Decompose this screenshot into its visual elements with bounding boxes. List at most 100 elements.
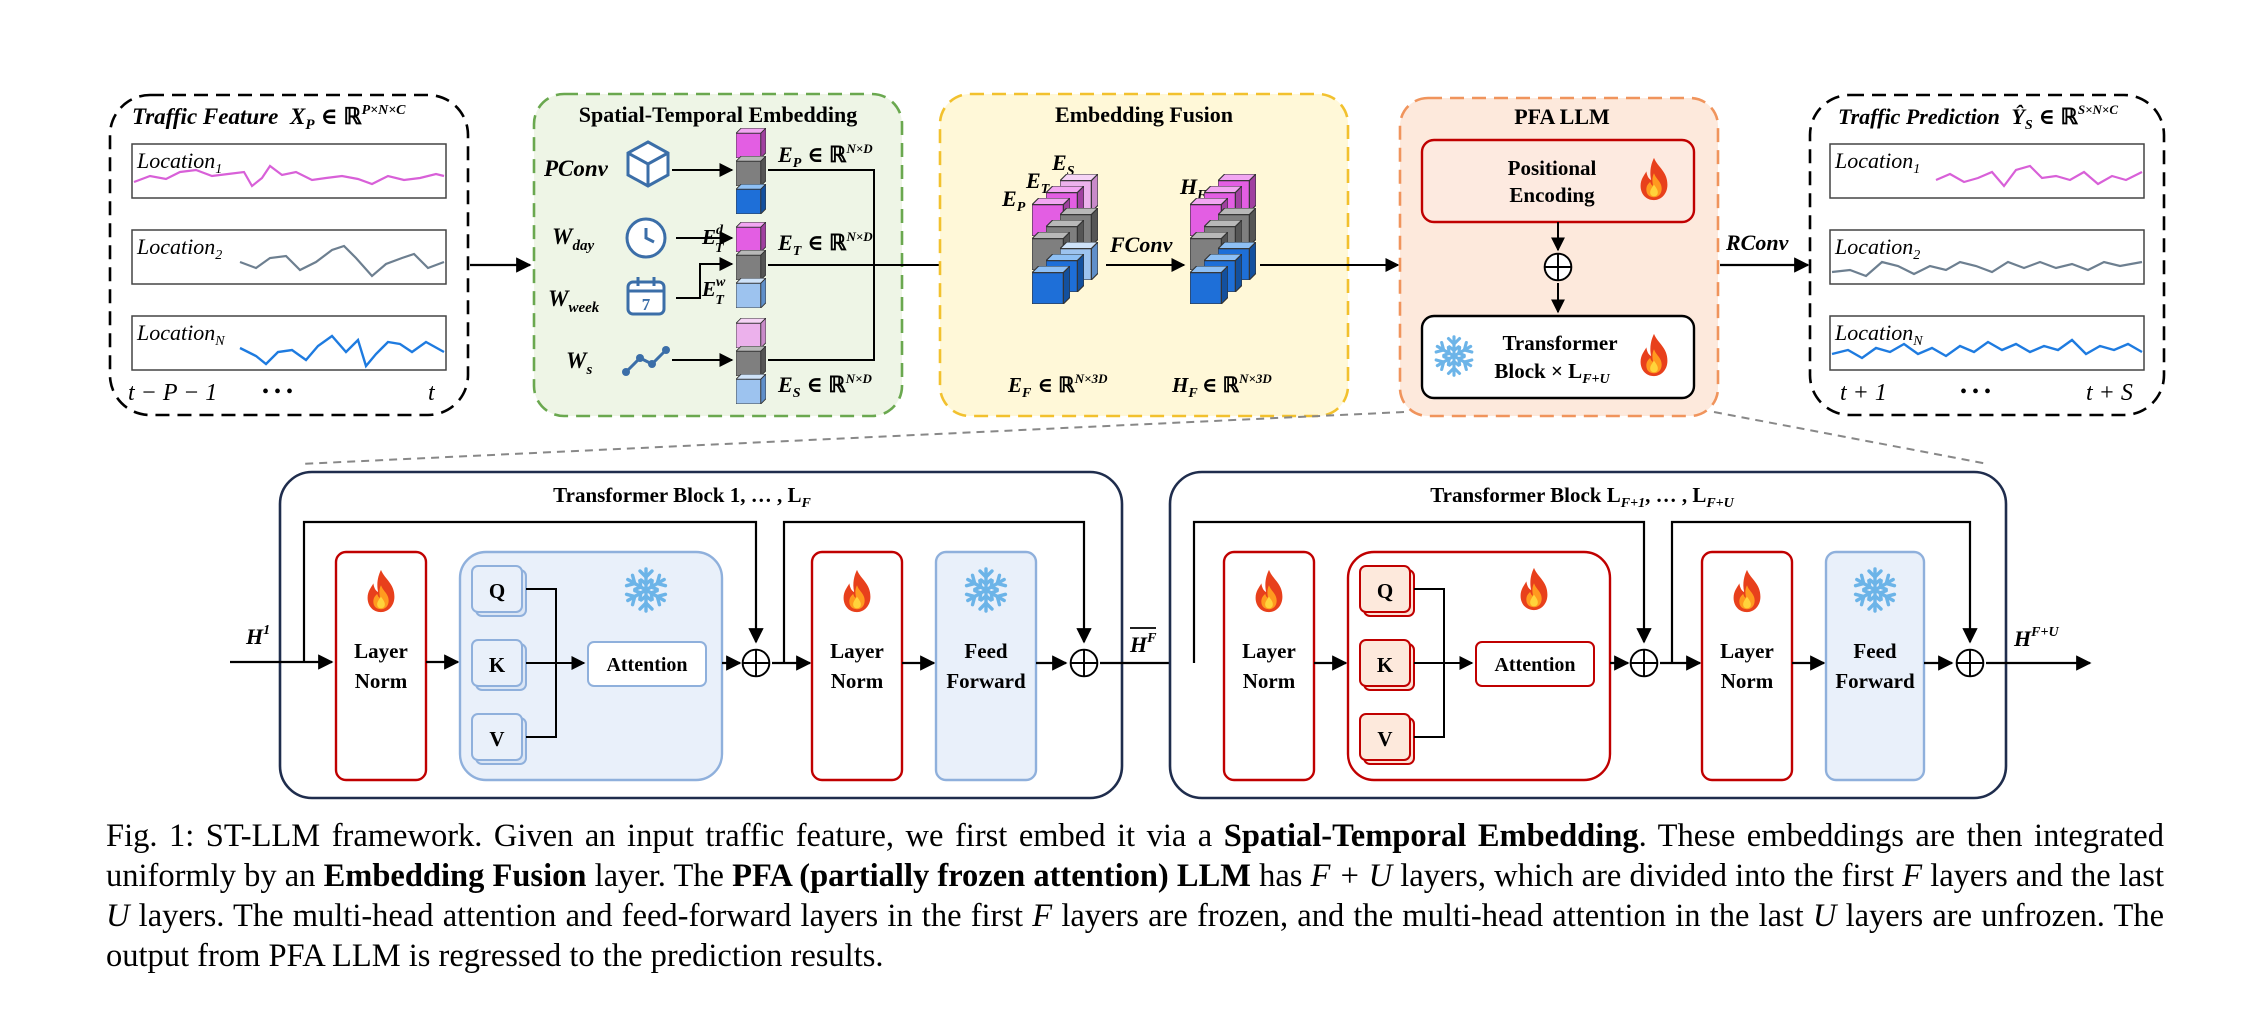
- layer-norm-3: [1222, 550, 1316, 782]
- svg-text:Forward: Forward: [946, 669, 1026, 693]
- traffic-prediction-title: Traffic Prediction ŶS∈ ℝS×N×C: [1838, 102, 2118, 133]
- traffic-feature-panel: Traffic Feature XP∈ ℝP×N×C Location1 Loc…: [108, 93, 470, 417]
- svg-text:Positional: Positional: [1508, 156, 1597, 180]
- q-label: Q: [1377, 579, 1393, 603]
- pfa-llm-panel: PFA LLM Positional Encoding Transformer …: [1398, 96, 1720, 418]
- attention-box: [587, 641, 707, 687]
- block-unfrozen-title: Transformer Block LF+1, … , LF+U: [1430, 483, 1734, 511]
- svg-text:Feed: Feed: [964, 639, 1007, 663]
- tf-ellipsis: • • •: [262, 381, 293, 403]
- layer-norm-4: [1700, 550, 1794, 782]
- svg-text:Norm: Norm: [831, 669, 884, 693]
- tp-location-n-series: [1831, 338, 2143, 360]
- line-graph-icon: [622, 346, 670, 376]
- transformer-block-unfrozen: Transformer Block LF+1, … , LF+U Layer N…: [1168, 470, 2008, 800]
- w-s-label: Ws: [566, 348, 592, 378]
- v-label: V: [489, 727, 504, 751]
- hf-dim-label: HF∈ ℝN×3D: [1171, 371, 1272, 401]
- tf-location-n-label: LocationN: [136, 320, 225, 349]
- layer-norm-1: [334, 550, 428, 782]
- plus-circle-icon: [1955, 648, 1985, 678]
- tp-location-2-label: Location2: [1834, 234, 1920, 263]
- feed-forward-unfrozen-block: [1824, 550, 1926, 782]
- fusion-hf-label: HF: [1179, 174, 1207, 203]
- transformer-block-box: [1420, 314, 1696, 400]
- svg-text:Norm: Norm: [1721, 669, 1774, 693]
- pfa-llm-title: PFA LLM: [1514, 104, 1610, 129]
- traffic-prediction-panel: Traffic Prediction ŶS∈ ℝS×N×C Location1 …: [1808, 93, 2166, 417]
- pconv-label: PConv: [543, 156, 609, 181]
- calendar-icon: 7: [626, 277, 666, 316]
- k-label: K: [489, 653, 506, 677]
- ep-cube-3: [736, 184, 766, 214]
- v-label: V: [1377, 727, 1392, 751]
- es-label: ES∈ ℝN×D: [777, 371, 872, 401]
- et-cube-2: [736, 250, 766, 280]
- tf-location-2-label: Location2: [136, 234, 222, 263]
- tp-location-1-series: [1935, 164, 2143, 188]
- st-embedding-panel: Spatial-Temporal Embedding PConv EP∈ ℝN×…: [532, 92, 962, 418]
- svg-text:Norm: Norm: [1243, 669, 1296, 693]
- et-cube-1: [736, 222, 766, 252]
- rconv-label: RConv: [1725, 230, 1789, 255]
- svg-text:Layer: Layer: [830, 639, 884, 663]
- svg-text:Layer: Layer: [354, 639, 408, 663]
- tf-location-2-series: [239, 244, 445, 278]
- svg-text:Attention: Attention: [606, 654, 687, 676]
- svg-text:Encoding: Encoding: [1509, 183, 1595, 207]
- tp-time-end: t + S: [2086, 380, 2133, 406]
- plus-circle-icon: [741, 648, 771, 678]
- plus-circle-icon: [1629, 648, 1659, 678]
- fusion-et-label: ET: [1025, 168, 1051, 197]
- output-hfu-label: HF+U: [2013, 625, 2059, 651]
- plus-circle-icon: [1543, 252, 1573, 282]
- ep-cube-2: [736, 156, 766, 186]
- transformer-block-frozen: Transformer Block 1, … , LF H1 Layer Nor…: [230, 470, 1124, 800]
- fusion-ep-label: EP: [1001, 186, 1026, 215]
- es-cube-1: [736, 318, 766, 348]
- input-h1-label: H1: [245, 623, 270, 649]
- plus-circle-icon: [1069, 648, 1099, 678]
- embedding-fusion-title: Embedding Fusion: [1055, 102, 1233, 127]
- et-cube-3: [736, 278, 766, 308]
- svg-text:Feed: Feed: [1853, 639, 1896, 663]
- st-embedding-title: Spatial-Temporal Embedding: [579, 102, 858, 127]
- ef-dim-label: EF∈ ℝN×3D: [1007, 371, 1108, 401]
- w-week-label: Wweek: [548, 286, 600, 316]
- fconv-label: FConv: [1109, 232, 1173, 257]
- tp-location-2-series: [1831, 260, 2143, 278]
- tp-time-start: t + 1: [1840, 380, 1887, 406]
- tf-location-1-series: [133, 164, 445, 188]
- cube-icon: [626, 140, 670, 188]
- ep-cube-1: [736, 128, 766, 158]
- w-day-label: Wday: [552, 224, 594, 254]
- tf-time-start: t − P − 1: [128, 380, 217, 406]
- tp-location-1-label: Location1: [1834, 148, 1920, 177]
- clock-icon: [625, 217, 667, 259]
- feed-forward-frozen: [934, 550, 1038, 782]
- tf-time-end: t: [428, 380, 436, 406]
- svg-text:Forward: Forward: [1835, 669, 1915, 693]
- tp-location-n-label: LocationN: [1834, 320, 1923, 349]
- et-label: ET∈ ℝN×D: [777, 229, 873, 259]
- svg-text:Transformer: Transformer: [1502, 331, 1617, 355]
- svg-text:Attention: Attention: [1494, 654, 1575, 676]
- fusion-es-label: ES: [1051, 150, 1075, 179]
- embedding-fusion-panel: Embedding Fusion EP ET ES FConv HF: [938, 92, 1400, 418]
- figure-caption: Fig. 1: ST-LLM framework. Given an input…: [106, 818, 2164, 974]
- svg-text:Layer: Layer: [1242, 639, 1296, 663]
- q-label: Q: [489, 579, 505, 603]
- diagram: Traffic Feature XP∈ ℝP×N×C Location1 Loc…: [108, 92, 2166, 800]
- es-cube-3: [736, 374, 766, 404]
- svg-text:Norm: Norm: [355, 669, 408, 693]
- ep-label: EP∈ ℝN×D: [777, 141, 873, 171]
- es-cube-2: [736, 346, 766, 376]
- transformer-block-count: Block × LF+U: [1494, 359, 1610, 387]
- tp-ellipsis: • • •: [1960, 381, 1991, 403]
- svg-text:Layer: Layer: [1720, 639, 1774, 663]
- traffic-feature-title: Traffic Feature XP∈ ℝP×N×C: [132, 103, 406, 133]
- block-frozen-title: Transformer Block 1, … , LF: [553, 483, 811, 511]
- layer-norm-2: [810, 550, 904, 782]
